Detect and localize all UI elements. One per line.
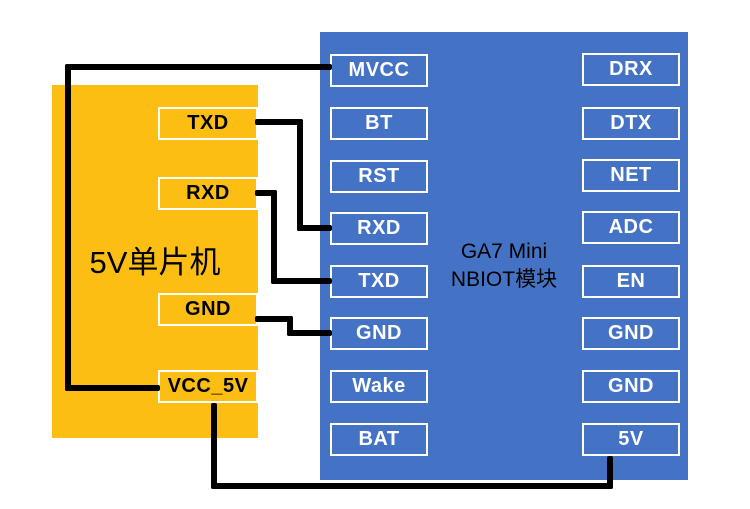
- wire-gnd-gnd-h2: [287, 330, 332, 336]
- nbiot-pin-bt: BT: [330, 107, 428, 140]
- nbiot-pin-gnd-right1: GND: [582, 317, 680, 350]
- wire-5v-vcc5v-right-v: [607, 456, 613, 489]
- wire-rxd-txd-v: [271, 190, 277, 284]
- wire-rxd-txd-h1: [255, 190, 277, 196]
- wire-txd-rxd-h1: [255, 119, 303, 125]
- nbiot-pin-rst: RST: [330, 160, 428, 193]
- wire-gnd-gnd-v: [287, 316, 293, 336]
- nbiot-pin-net: NET: [582, 159, 680, 192]
- wire-gnd-gnd-h1: [255, 316, 293, 322]
- mcu-pin-gnd: GND: [158, 293, 258, 326]
- nbiot-module: GA7 Mini NBIOT模块 MVCC BT RST RXD TXD GND…: [320, 32, 688, 480]
- mcu-pin-vcc5v: VCC_5V: [158, 370, 258, 403]
- nbiot-pin-en: EN: [582, 265, 680, 298]
- nbiot-pin-bat: BAT: [330, 423, 428, 456]
- mcu-module: 5V单片机 TXD RXD GND VCC_5V: [52, 85, 258, 438]
- wire-vcc5v-mvcc-stub-h: [65, 385, 160, 391]
- wire-txd-rxd-v: [297, 119, 303, 231]
- wire-txd-rxd-h2: [297, 225, 332, 231]
- nbiot-pin-gnd-right2: GND: [582, 370, 680, 403]
- nbiot-pin-drx: DRX: [582, 53, 680, 86]
- nbiot-pin-txd: TXD: [330, 265, 428, 298]
- mcu-pin-rxd: RXD: [158, 177, 258, 210]
- nbiot-title: GA7 Mini NBIOT模块: [409, 238, 599, 294]
- wire-vcc5v-mvcc-left-v: [65, 64, 71, 391]
- mcu-title: 5V单片机: [89, 245, 221, 280]
- nbiot-pin-dtx: DTX: [582, 107, 680, 140]
- nbiot-title-line2: NBIOT模块: [450, 268, 558, 291]
- nbiot-pin-mvcc: MVCC: [330, 54, 428, 87]
- wire-5v-vcc5v-left-v: [211, 403, 217, 489]
- nbiot-pin-rxd: RXD: [330, 212, 428, 245]
- mcu-pin-txd: TXD: [158, 107, 258, 140]
- wire-5v-vcc5v-bottom-h: [211, 483, 613, 489]
- nbiot-pin-gnd-left: GND: [330, 317, 428, 350]
- wire-rxd-txd-h2: [271, 278, 332, 284]
- nbiot-pin-wake: Wake: [330, 370, 428, 403]
- nbiot-pin-adc: ADC: [582, 211, 680, 244]
- wire-vcc5v-mvcc-top-h: [65, 64, 332, 70]
- nbiot-title-line1: GA7 Mini: [460, 240, 548, 263]
- nbiot-pin-5v: 5V: [582, 423, 680, 456]
